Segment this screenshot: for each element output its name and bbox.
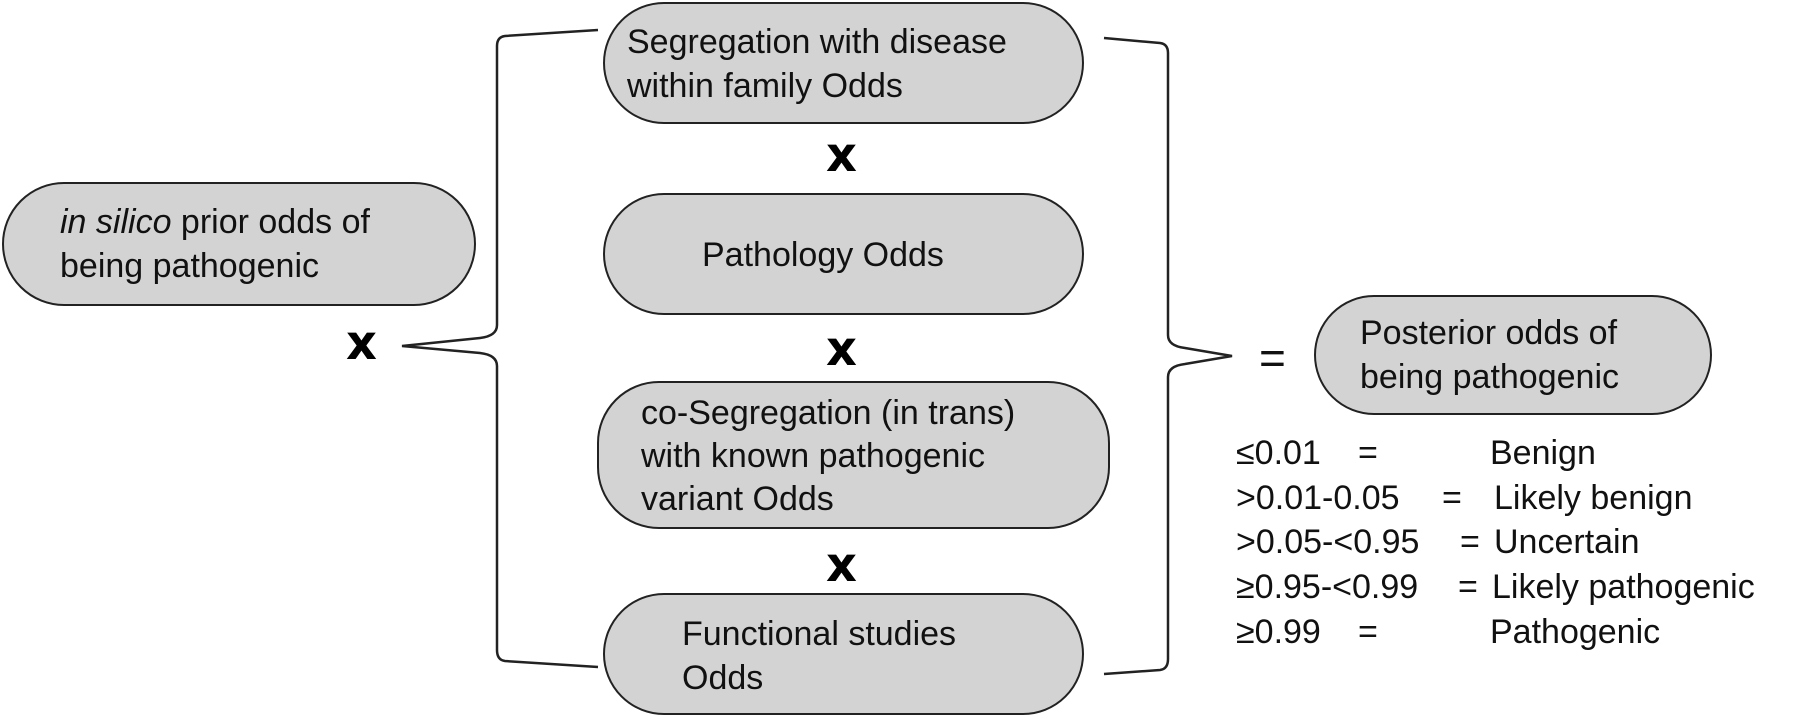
- prior-odds-italic: in silico: [60, 203, 172, 241]
- posterior-line1: Posterior odds of: [1360, 314, 1618, 352]
- right-brace: [1103, 36, 1233, 676]
- legend-class: Likely pathogenic: [1492, 568, 1755, 606]
- factor-segregation: Segregation with disease within family O…: [603, 2, 1084, 124]
- legend-equals: =: [1442, 479, 1462, 517]
- multiply-sign-prior: x: [346, 315, 377, 371]
- legend-class: Likely benign: [1494, 479, 1693, 517]
- legend-class: Benign: [1490, 434, 1596, 472]
- factor-co-segregation-line1: co-Segregation (in trans): [641, 394, 1016, 432]
- multiply-sign-1: x: [826, 127, 857, 183]
- prior-odds-line1: in silico prior odds of: [60, 200, 370, 244]
- prior-odds-node: in silico prior odds of being pathogenic: [2, 182, 476, 306]
- factor-functional-line1: Functional studies: [682, 615, 957, 653]
- factor-functional-line2: Odds: [682, 659, 764, 697]
- posterior-odds-node: Posterior odds of being pathogenic: [1314, 295, 1712, 415]
- factor-pathology-line1: Pathology Odds: [702, 236, 944, 274]
- legend-range: ≤0.01: [1236, 434, 1321, 472]
- prior-odds-line2: being pathogenic: [60, 247, 320, 285]
- equals-sign: =: [1259, 332, 1286, 384]
- multiply-sign-3: x: [826, 537, 857, 593]
- factor-co-segregation-line2: with known pathogenic: [641, 437, 986, 475]
- legend-range: >0.01-0.05: [1236, 479, 1400, 517]
- legend-range: ≥0.99: [1236, 613, 1321, 651]
- legend-class: Uncertain: [1494, 523, 1640, 561]
- legend-range: >0.05-<0.95: [1236, 523, 1420, 561]
- legend-equals: =: [1358, 434, 1378, 472]
- left-brace: [401, 28, 599, 669]
- factor-pathology: Pathology Odds: [603, 193, 1084, 315]
- factor-segregation-line2: within family Odds: [627, 67, 903, 105]
- multiply-sign-2: x: [826, 321, 857, 377]
- factor-segregation-line1: Segregation with disease: [627, 23, 1007, 61]
- factor-co-segregation-line3: variant Odds: [641, 480, 834, 518]
- legend-equals: =: [1458, 568, 1478, 606]
- posterior-line2: being pathogenic: [1360, 358, 1620, 396]
- legend-equals: =: [1460, 523, 1480, 561]
- factor-functional: Functional studies Odds: [603, 593, 1084, 715]
- factor-co-segregation: co-Segregation (in trans) with known pat…: [597, 381, 1110, 529]
- prior-odds-rest: prior odds of: [171, 203, 370, 241]
- legend-range: ≥0.95-<0.99: [1236, 568, 1419, 606]
- legend-equals: =: [1358, 613, 1378, 651]
- legend-class: Pathogenic: [1490, 613, 1661, 651]
